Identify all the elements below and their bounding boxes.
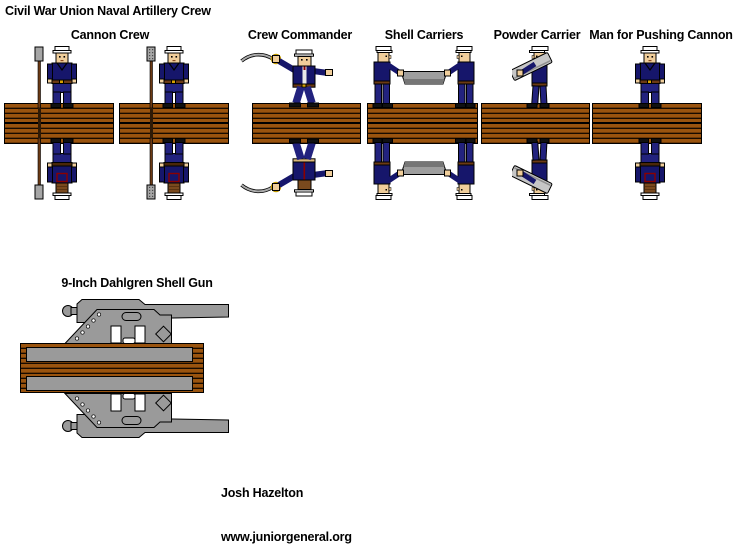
author-credit: Josh Hazelton	[221, 486, 304, 500]
sailor-with-sponge-front-icon	[146, 46, 190, 108]
wood-base-dahlgren-gun	[20, 343, 204, 393]
wood-base-cannon-crew-1	[4, 103, 114, 144]
website-text: www.juniorgeneral.org	[221, 530, 352, 544]
label-man-pushing-cannon: Man for Pushing Cannon	[589, 28, 733, 42]
page-title: Civil War Union Naval Artillery Crew	[5, 4, 211, 18]
dahlgren-gun-top-icon	[62, 299, 229, 344]
pushing-man-back-icon	[634, 138, 666, 200]
wood-base-cannon-crew-2	[119, 103, 229, 144]
pushing-man-front-icon	[634, 46, 666, 108]
label-dahlgren-gun: 9-Inch Dahlgren Shell Gun	[61, 276, 213, 290]
gun-rail-top	[26, 347, 193, 362]
powder-carrier-front-icon	[512, 46, 558, 108]
shell-carriers-back-icon	[369, 138, 479, 200]
wood-base-shell-carriers	[367, 103, 478, 144]
powder-carrier-back-icon	[512, 138, 558, 200]
sailor-with-rammer-back-icon	[34, 138, 78, 200]
shell-carriers-front-icon	[369, 46, 479, 108]
officer-with-saber-back-icon	[240, 138, 370, 200]
gun-rail-bottom	[26, 376, 193, 391]
dahlgren-gun-bottom-icon	[62, 393, 229, 438]
officer-with-saber-front-icon	[240, 46, 370, 108]
sailor-with-rammer-front-icon	[34, 46, 78, 108]
label-shell-carriers: Shell Carriers	[384, 28, 464, 42]
label-cannon-crew: Cannon Crew	[70, 28, 150, 42]
label-crew-commander: Crew Commander	[247, 28, 353, 42]
wood-base-crew-commander	[252, 103, 361, 144]
sponge-pole-icon	[150, 104, 153, 144]
sailor-with-sponge-back-icon	[146, 138, 190, 200]
wood-base-powder-carrier	[481, 103, 590, 144]
label-powder-carrier: Powder Carrier	[493, 28, 581, 42]
rammer-pole-icon	[38, 104, 41, 144]
